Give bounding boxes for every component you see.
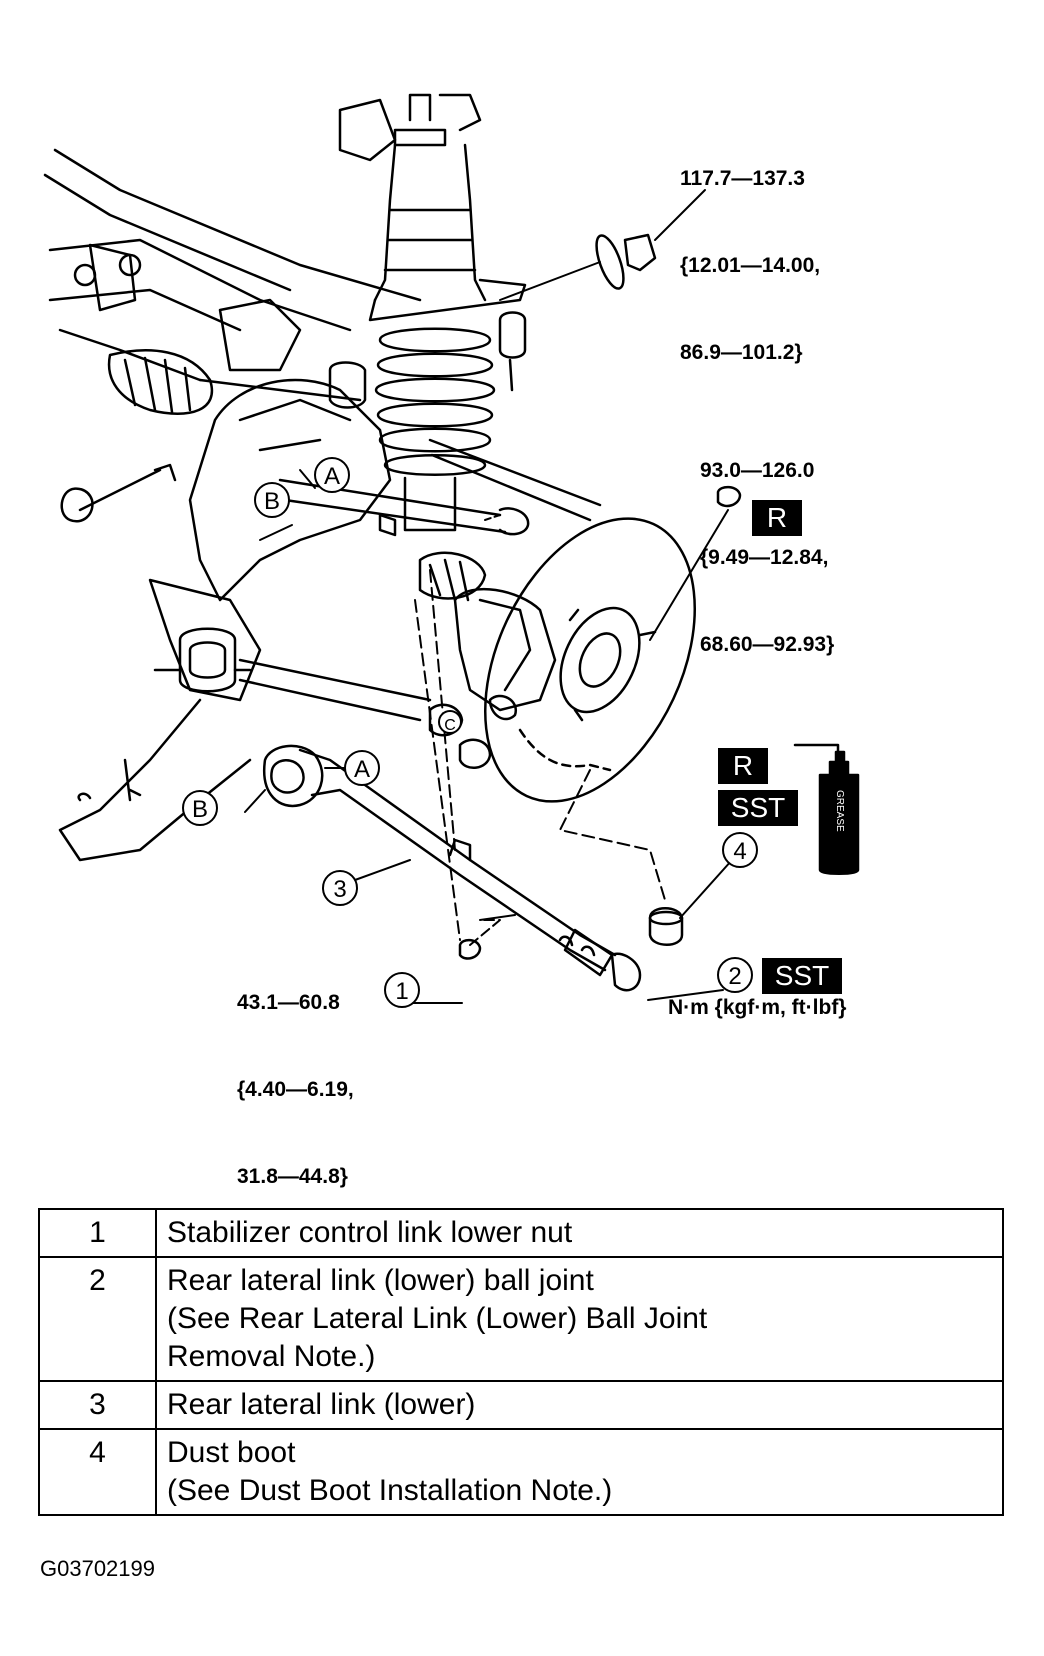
sst-tag-balljoint: SST [762,958,842,994]
part-description: Dust boot (See Dust Boot Installation No… [155,1428,1004,1516]
callout-c: C [444,717,456,734]
callout-1: 1 [395,978,408,1005]
torque-line: {4.40—6.19, [237,1078,354,1101]
part-number: 4 [38,1428,157,1516]
torque-line: 68.60—92.93} [700,633,835,656]
grease-label: GREASE [834,790,845,832]
caliper [418,551,557,721]
callout-circles [182,457,758,1008]
callout-b-upper: B [264,488,280,515]
torque-line: 117.7—137.3 [680,167,805,190]
callout-3: 3 [333,876,346,903]
torque-spec-bottom: 43.1—60.8 {4.40—6.19, 31.8—44.8} [237,930,354,1220]
dust-boot [648,907,684,946]
part-number: 2 [38,1256,157,1382]
part-description: Stabilizer control link lower nut [155,1208,1004,1258]
figure-code: G03702199 [40,1556,155,1581]
r-nut [716,485,742,508]
table-row: 2 Rear lateral link (lower) ball joint (… [38,1256,1004,1382]
trailing-arm [58,578,492,862]
grease-can-icon [818,750,860,875]
upper-lateral-link [278,438,602,537]
top-nut [595,233,657,290]
description-line: Rear lateral link (lower) ball joint [167,1264,594,1297]
torque-line: 86.9—101.2} [680,341,803,364]
callout-4: 4 [733,838,746,865]
part-description: Rear lateral link (lower) [155,1380,1004,1430]
subframe [43,148,422,415]
callout-a-upper: A [324,463,340,490]
leaders [244,189,733,1004]
suspension-diagram: A B A B 3 4 2 1 C [43,93,860,1008]
r-tag-boot: R [718,748,768,784]
callout-2: 2 [728,963,741,990]
torque-line: 31.8—44.8} [237,1165,348,1188]
strut-spring [338,93,527,532]
sst-tag-boot: SST [718,790,798,826]
lower-lateral-link [262,744,642,992]
description-line: Removal Note.) [167,1340,376,1373]
r-tag-nut: R [752,500,802,536]
callout-a-lower: A [354,756,370,783]
description-line: (See Dust Boot Installation Note.) [167,1474,613,1507]
brake-disc [484,517,696,803]
torque-line: 93.0—126.0 [700,459,815,482]
part-description: Rear lateral link (lower) ball joint (Se… [155,1256,1004,1382]
callout-b-lower: B [192,796,208,823]
description-line: (See Rear Lateral Link (Lower) Ball Join… [167,1302,708,1335]
torque-line: 43.1—60.8 [237,991,340,1014]
torque-units: N·m {kgf·m, ft·lbf} [668,996,847,1019]
torque-spec-top: 117.7—137.3 {12.01—14.00, 86.9—101.2} [680,106,820,396]
description-line: Dust boot [167,1436,296,1469]
table-row: 3 Rear lateral link (lower) [38,1380,1004,1430]
part-number: 3 [38,1380,157,1430]
torque-spec-right: 93.0—126.0 {9.49—12.84, 68.60—92.93} [700,398,834,688]
part-number: 1 [38,1208,157,1258]
torque-line: {9.49—12.84, [700,546,829,569]
parts-legend-table: 1 Stabilizer control link lower nut 2 Re… [38,1208,1004,1516]
description-line: Stabilizer control link lower nut [167,1216,573,1249]
table-row: 4 Dust boot (See Dust Boot Installation … [38,1428,1004,1516]
stabilizer-nut [458,938,482,960]
table-row: 1 Stabilizer control link lower nut [38,1208,1004,1258]
torque-line: {12.01—14.00, [680,254,821,277]
description-line: Rear lateral link (lower) [167,1388,476,1421]
knuckle [60,361,392,602]
